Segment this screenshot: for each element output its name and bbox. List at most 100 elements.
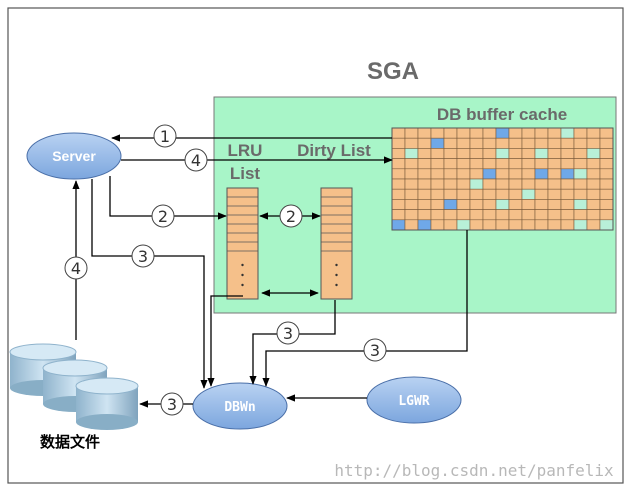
buffer-block [404, 209, 419, 221]
lru-list-ellipsis-dot [241, 283, 244, 287]
buffer-block [482, 178, 497, 190]
dirty-list-ellipsis-dot [335, 283, 338, 287]
buffer-block [508, 127, 523, 139]
buffer-block [482, 148, 497, 159]
buffer-block [469, 219, 484, 231]
buffer-block [586, 178, 601, 190]
arrow-lru-to-dbwn [207, 295, 243, 387]
svg-text:3: 3 [283, 324, 293, 343]
buffer-block [443, 209, 458, 221]
dirty-list-ellipsis-dot [335, 263, 338, 267]
buffer-block [391, 137, 406, 149]
buffer-block [586, 127, 601, 139]
lgwr-process [366, 376, 462, 424]
buffer-block [456, 148, 471, 159]
buffer-block [586, 219, 601, 231]
buffer-block [495, 209, 510, 221]
buffer-block [456, 158, 471, 170]
buffer-block [534, 219, 549, 231]
buffer-block [404, 168, 419, 180]
buffer-block [456, 199, 471, 210]
buffer-block [560, 168, 575, 180]
buffer-block [495, 188, 510, 200]
buffer-block [534, 178, 549, 190]
buffer-block [560, 137, 575, 149]
buffer-block [495, 219, 510, 231]
buffer-block [560, 209, 575, 221]
buffer-block [469, 148, 484, 159]
step-3-marker-server-to-dbwn: 3 [131, 244, 155, 268]
svg-text:1: 1 [160, 127, 170, 146]
buffer-block [521, 127, 536, 139]
buffer-block [547, 158, 562, 170]
buffer-block [469, 168, 484, 180]
buffer-block [560, 127, 575, 139]
buffer-block [417, 199, 432, 210]
buffer-block [599, 137, 614, 149]
buffer-block [404, 219, 419, 231]
buffer-block [482, 219, 497, 231]
buffer-block [430, 209, 445, 221]
dirty-list [320, 187, 353, 300]
buffer-block [534, 127, 549, 139]
buffer-block [573, 188, 588, 200]
buffer-block [586, 148, 601, 159]
buffer-block [573, 168, 588, 180]
svg-text:3: 3 [370, 341, 380, 360]
step-2-marker-server-to-lru: 2 [151, 204, 175, 228]
buffer-block [508, 219, 523, 231]
buffer-block [534, 137, 549, 149]
buffer-block [469, 178, 484, 190]
buffer-block [599, 219, 614, 231]
step-4-marker-datafiles-to-server: 4 [64, 256, 88, 280]
buffer-block [534, 158, 549, 170]
svg-text:4: 4 [191, 151, 201, 170]
buffer-block [391, 148, 406, 159]
buffer-block [443, 148, 458, 159]
buffer-block [573, 209, 588, 221]
buffer-block [547, 148, 562, 159]
buffer-block [391, 158, 406, 170]
buffer-block [586, 209, 601, 221]
buffer-block [456, 137, 471, 149]
buffer-block [521, 148, 536, 159]
buffer-block [482, 168, 497, 180]
buffer-block [508, 168, 523, 180]
buffer-block [430, 148, 445, 159]
buffer-block [586, 199, 601, 210]
buffer-block [404, 199, 419, 210]
buffer-block [404, 137, 419, 149]
svg-text:2: 2 [286, 207, 296, 226]
buffer-block [508, 209, 523, 221]
buffer-block [560, 219, 575, 231]
buffer-block [391, 178, 406, 190]
buffer-block [495, 148, 510, 159]
buffer-block [599, 188, 614, 200]
lgwr-label: LGWR [398, 394, 429, 409]
lru-label-line1: LRU [228, 141, 263, 160]
buffer-block [391, 209, 406, 221]
server-process [26, 132, 122, 180]
buffer-block [430, 188, 445, 200]
datafiles-icon [9, 343, 139, 430]
svg-text:4: 4 [71, 259, 81, 278]
buffer-block [547, 199, 562, 210]
buffer-block [482, 188, 497, 200]
buffer-block [599, 199, 614, 210]
buffer-block [586, 137, 601, 149]
buffer-block [495, 168, 510, 180]
step-markers: 1 4 2 2 3 4 3 3 3 [64, 124, 387, 416]
buffer-block [599, 127, 614, 139]
buffer-block [404, 158, 419, 170]
buffer-block [391, 199, 406, 210]
buffer-block [417, 209, 432, 221]
buffer-block [560, 199, 575, 210]
lru-list-ellipsis-dot [241, 273, 244, 277]
buffer-block [391, 188, 406, 200]
buffer-block [430, 168, 445, 180]
buffer-block [521, 158, 536, 170]
buffer-block [521, 219, 536, 231]
buffer-block [417, 158, 432, 170]
lru-list-ellipsis-dot [241, 263, 244, 267]
